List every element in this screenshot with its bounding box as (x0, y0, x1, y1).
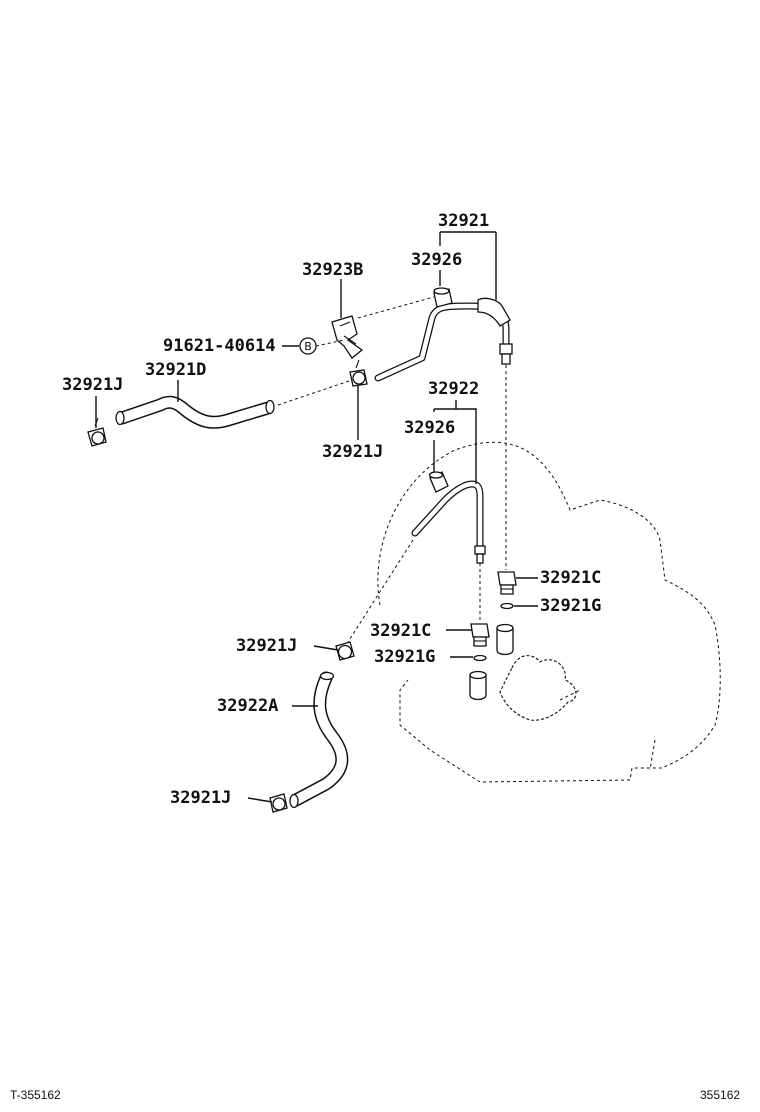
grommet-32926-mid (428, 471, 449, 493)
label-32921D: 32921D (145, 360, 206, 380)
label-32921G-mid: 32921G (374, 647, 435, 667)
housing-port-mid (469, 670, 487, 701)
o-ring-32921G-mid (473, 654, 487, 662)
housing-inner-detail (559, 689, 656, 771)
leader-32921J-lower (313, 645, 339, 651)
label-32922: 32922 (428, 379, 479, 399)
housing-port-right (496, 623, 514, 656)
union-32921C-right (497, 571, 517, 595)
callout-b-letter: B (304, 340, 312, 353)
union-32921C-mid (470, 623, 490, 647)
leader-32922 (434, 400, 477, 484)
hose-clip-32921J-mid (349, 359, 368, 387)
hose-clip-32921J-lower (335, 641, 355, 661)
label-32921G-right: 32921G (540, 596, 601, 616)
hose-clip-32921J-bottom (269, 793, 288, 813)
footer-right-code: 355162 (700, 1088, 741, 1102)
label-32921J-left: 32921J (62, 375, 123, 395)
o-ring-32921G-right (500, 602, 514, 610)
guide-line-grommet-to-clamp (357, 296, 435, 319)
guide-line-bolt-to-callout (315, 339, 345, 347)
label-32926-mid: 32926 (404, 418, 455, 438)
hose-32922A (289, 671, 349, 809)
label-32921J-lower: 32921J (236, 636, 297, 656)
label-32921J-bottom: 32921J (170, 788, 231, 808)
oil-cooler-pipe-32921 (374, 297, 513, 382)
guide-line-hose-to-clip (277, 379, 353, 406)
oil-cooler-pipe-32922 (411, 480, 486, 564)
leader-32921 (439, 231, 497, 300)
footer-left-code: T-355162 (10, 1088, 61, 1102)
guide-line-pipe-to-clip-lower (347, 539, 414, 643)
label-32923B: 32923B (302, 260, 363, 280)
valve-body-cutout (499, 655, 577, 721)
label-32921J-mid: 32921J (322, 442, 383, 462)
label-91621-40614: 91621-40614 (163, 336, 276, 356)
label-32922A: 32922A (217, 696, 278, 716)
hose-32921D (115, 395, 275, 429)
label-32921C-mid: 32921C (370, 621, 431, 641)
label-32921: 32921 (438, 211, 489, 231)
label-32921C-right: 32921C (540, 568, 601, 588)
hose-clip-32921J-left (87, 417, 107, 447)
transmission-housing-outline (377, 441, 721, 783)
leader-32921J-bottom (247, 797, 273, 803)
label-32926-top: 32926 (411, 250, 462, 270)
grommet-32926-top (433, 287, 453, 308)
callout-b-marker: B (299, 337, 317, 355)
clamp-32923B (331, 315, 364, 359)
